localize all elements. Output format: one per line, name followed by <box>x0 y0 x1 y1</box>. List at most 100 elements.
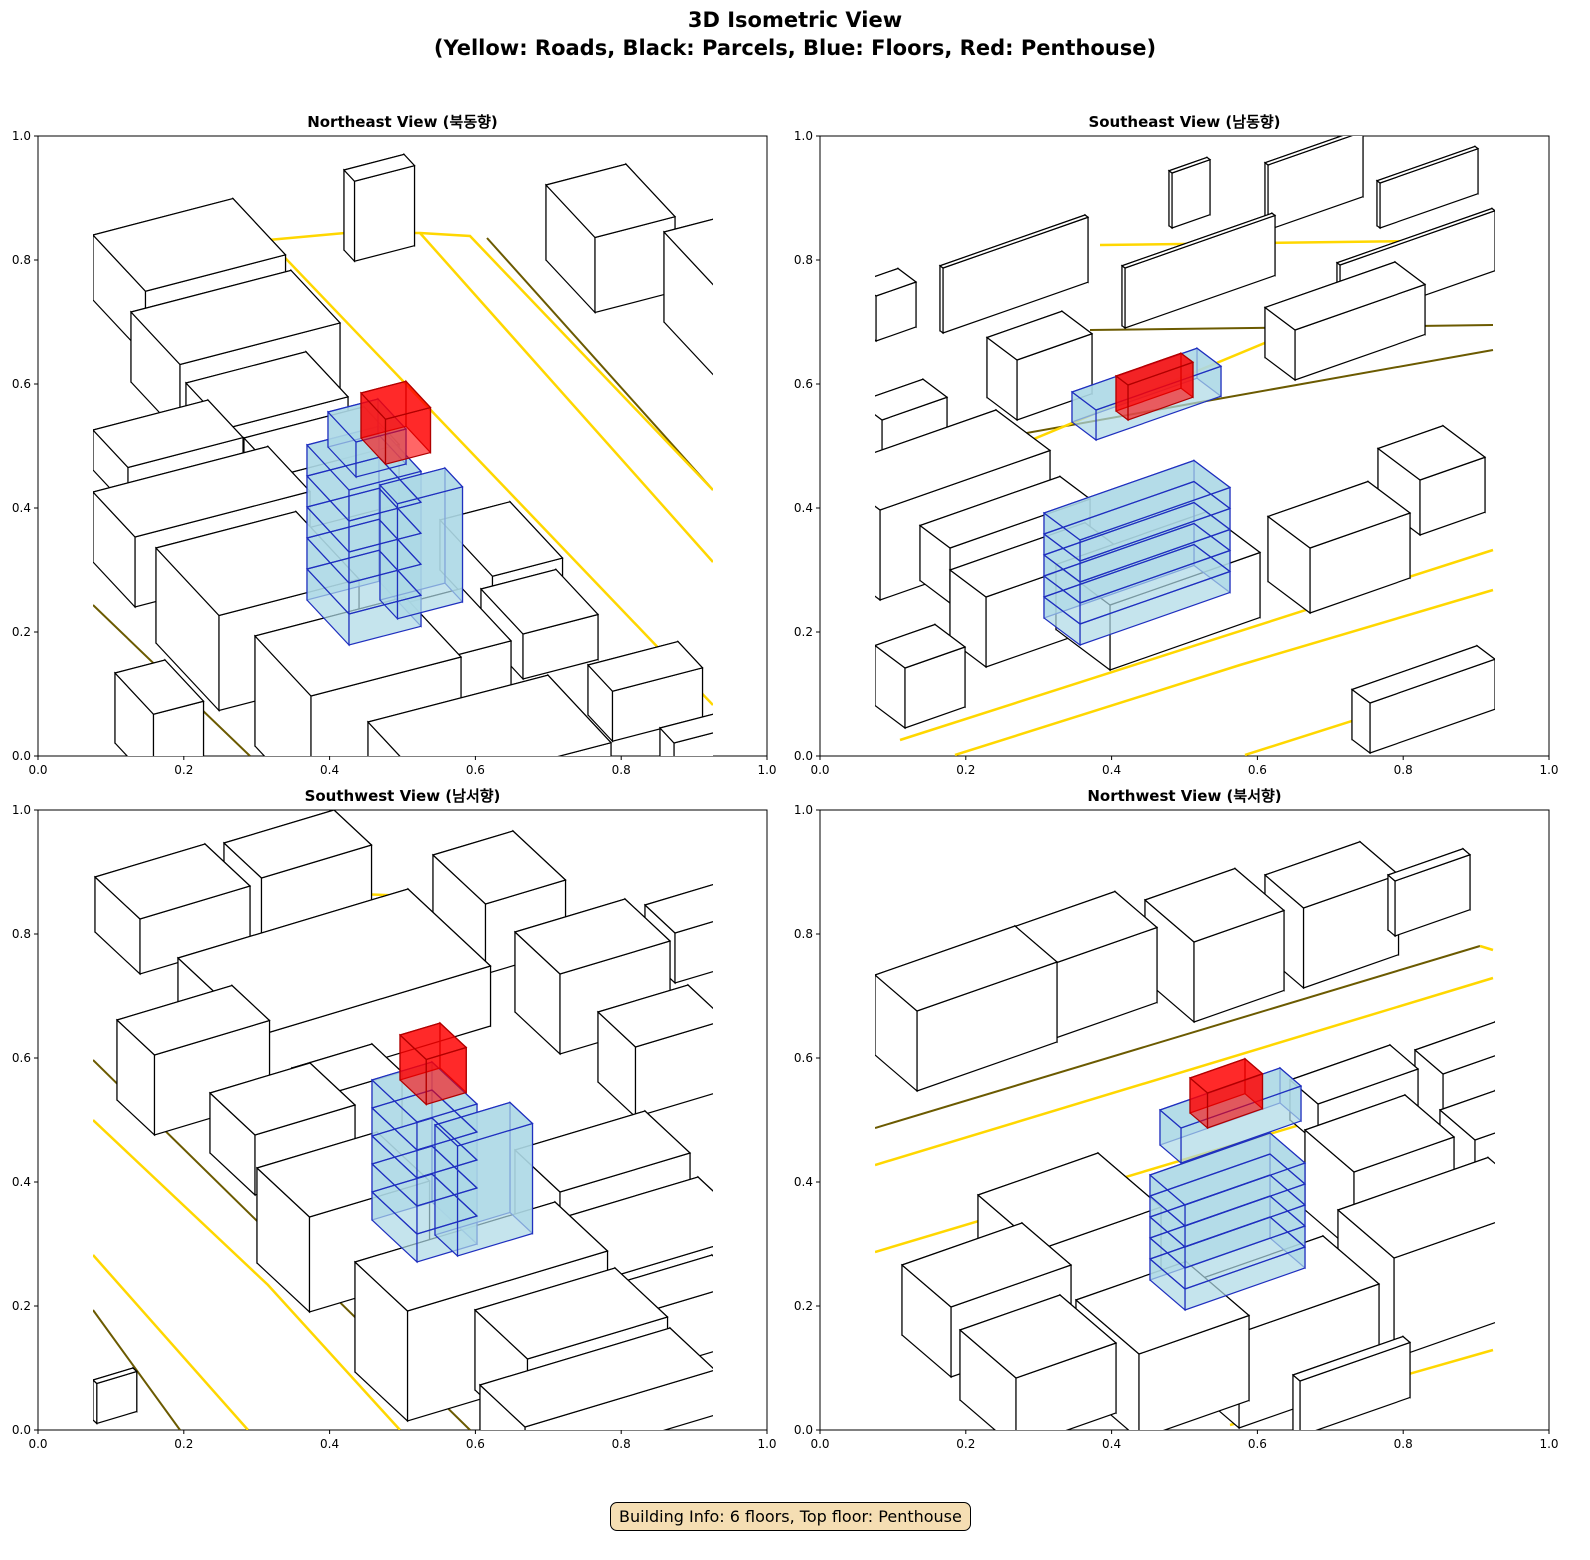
floor-division-top <box>305 487 423 553</box>
floor-block <box>433 1101 534 1258</box>
parcel-building <box>1263 260 1427 382</box>
x-tick-label: 0.8 <box>1394 1437 1413 1451</box>
x-tick-label: 0.0 <box>28 1437 47 1451</box>
y-tick-label: 0.2 <box>12 625 31 639</box>
penthouse-block <box>398 1021 468 1106</box>
floor-block <box>378 466 464 621</box>
floor-division <box>1042 480 1232 562</box>
parcel-building-top <box>93 843 252 920</box>
subplot-title: Southeast View (남동향) <box>1088 113 1280 131</box>
parcel-building <box>875 924 1059 1093</box>
parcel-building-top <box>658 713 713 744</box>
penthouse-block <box>359 379 432 466</box>
parcel-building-top <box>643 883 713 934</box>
x-tick-label: 0.4 <box>320 1437 339 1451</box>
parcel-building-top <box>662 218 713 286</box>
parcel-building-top <box>938 214 1090 269</box>
parcel-building <box>875 267 918 343</box>
road-line <box>419 232 713 563</box>
penthouse-block <box>1188 1057 1264 1130</box>
parcel-building <box>1266 480 1412 615</box>
floor-division <box>305 549 423 615</box>
floor-division-top <box>1148 1216 1307 1290</box>
x-tick-label: 1.0 <box>1539 1437 1558 1451</box>
parcel-building-top <box>1376 425 1487 481</box>
subplot-title: Northwest View (북서향) <box>1087 787 1281 805</box>
y-tick-label: 0.0 <box>794 1423 813 1437</box>
x-tick-label: 0.2 <box>174 1437 193 1451</box>
parcel-building <box>366 673 613 756</box>
parcel-building-top <box>918 475 1092 549</box>
parcel-building-side <box>343 168 356 263</box>
parcel-building-top <box>513 898 672 975</box>
road-line <box>267 239 713 706</box>
figure-title: 3D Isometric View (Yellow: Roads, Black:… <box>0 6 1590 62</box>
y-tick-label: 0.8 <box>794 927 813 941</box>
parcel-building-top <box>129 269 342 366</box>
penthouse-block <box>1114 352 1195 422</box>
floor-division-top <box>1148 1174 1307 1248</box>
parcel-building-top <box>1350 645 1495 704</box>
floor-division <box>305 487 423 553</box>
parcel-building-top <box>1263 136 1353 166</box>
y-tick-label: 0.8 <box>12 927 31 941</box>
x-tick-label: 0.2 <box>956 1437 975 1451</box>
parcel-building <box>662 218 713 376</box>
parcel-road-edge <box>486 237 713 491</box>
parcel-building-side <box>353 164 416 263</box>
y-tick-label: 0.6 <box>794 377 813 391</box>
parcel-building-side <box>1121 264 1126 330</box>
parcel-building-top <box>1288 1044 1420 1105</box>
figure-title-line2: (Yellow: Roads, Black: Parcels, Blue: Fl… <box>433 36 1157 60</box>
penthouse-block-top <box>359 380 432 420</box>
road-line <box>93 1119 401 1430</box>
parcel-building <box>1350 644 1495 755</box>
parcel-building-top <box>366 674 613 756</box>
parcel-building <box>1376 424 1487 537</box>
y-tick-label: 0.8 <box>12 253 31 267</box>
y-tick-label: 0.2 <box>794 1299 813 1313</box>
parcel-building-top <box>222 810 373 879</box>
parcel-building-top <box>544 163 677 239</box>
y-tick-label: 0.4 <box>794 501 813 515</box>
x-tick-label: 0.6 <box>466 1437 485 1451</box>
parcel-building <box>479 567 600 681</box>
road-line <box>875 976 1494 1167</box>
parcel-building-top <box>113 659 205 715</box>
parcel-building-top <box>985 310 1094 361</box>
y-tick-label: 0.6 <box>12 1051 31 1065</box>
floor-division <box>1148 1216 1307 1290</box>
x-tick-label: 0.4 <box>1102 1437 1121 1451</box>
parcel-building-top <box>431 830 567 905</box>
x-tick-label: 0.8 <box>612 1437 631 1451</box>
floor-division-top <box>1148 1195 1307 1269</box>
parcel-building <box>658 713 713 756</box>
parcel-building-top <box>1375 145 1480 184</box>
parcel-building <box>1263 136 1364 232</box>
parcel-building-top <box>875 378 949 421</box>
parcel-building-top <box>875 925 1059 1012</box>
y-tick-label: 1.0 <box>12 803 31 817</box>
floor-division <box>370 1145 479 1207</box>
x-tick-label: 1.0 <box>757 1437 776 1451</box>
floor-division <box>1042 543 1232 625</box>
x-tick-label: 0.8 <box>1394 763 1413 777</box>
parcel-building-top <box>1386 848 1472 882</box>
floor-division-top <box>305 549 423 615</box>
parcel-building-top <box>208 1062 357 1136</box>
x-tick-label: 0.8 <box>612 763 631 777</box>
parcel-building-top <box>1120 212 1277 269</box>
parcel-road-edge <box>93 1309 181 1430</box>
floor-division <box>370 1173 479 1235</box>
x-tick-label: 0.4 <box>1102 763 1121 777</box>
y-tick-label: 0.4 <box>12 501 31 515</box>
road-line <box>954 588 1494 756</box>
x-tick-label: 0.6 <box>1248 763 1267 777</box>
parcel-building <box>93 842 252 976</box>
x-tick-label: 0.6 <box>466 763 485 777</box>
y-tick-label: 1.0 <box>12 129 31 143</box>
parcel-building-top <box>1336 1156 1495 1259</box>
parcel-building <box>113 658 205 756</box>
